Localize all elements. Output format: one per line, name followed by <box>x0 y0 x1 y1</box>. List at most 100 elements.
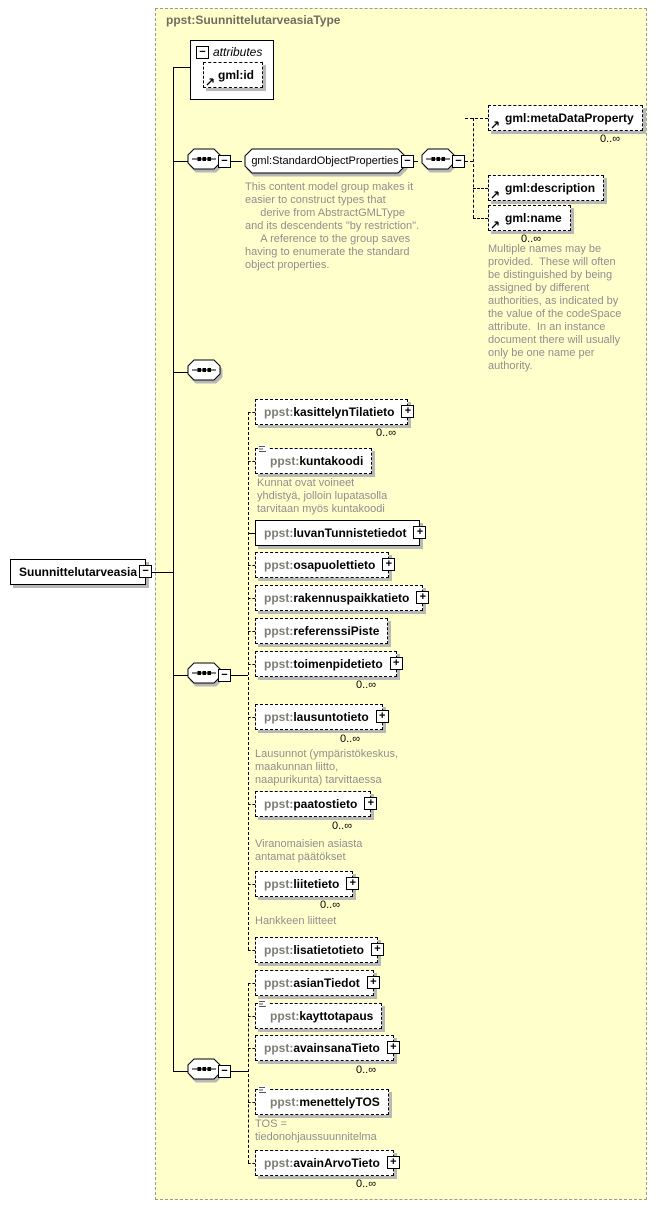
element-ppst-referenssiPiste[interactable]: ppst:referenssiPiste <box>255 618 389 644</box>
dashed-connector <box>248 598 255 599</box>
occurrence-label: 0..∞ <box>521 233 542 245</box>
type-title: ppst:SuunnittelutarveasiaType <box>166 13 341 27</box>
dashed-branch-line <box>248 412 249 950</box>
element-prefix: ppst: <box>264 1156 294 1170</box>
expand-icon[interactable]: + <box>413 526 427 539</box>
sequence-icon[interactable] <box>184 1056 224 1091</box>
element-name: rakennuspaikkatieto <box>293 591 410 605</box>
element-ppst-rakennuspaikkatieto[interactable]: ppst:rakennuspaikkatieto + <box>255 585 430 611</box>
expand-icon[interactable]: + <box>389 657 403 670</box>
expand-icon[interactable]: + <box>371 943 385 956</box>
connector-line <box>173 1071 188 1072</box>
dashed-connector <box>248 950 255 951</box>
menettelyTOS-annotation: TOS = tiedonohjaussuunnitelma <box>255 1118 377 1143</box>
attribute-name: gml:id <box>218 68 254 82</box>
dashed-connector <box>248 804 255 805</box>
connector-line <box>231 1071 248 1072</box>
element-name: description <box>530 181 596 195</box>
dashed-connector <box>473 188 488 189</box>
dashed-connector <box>248 631 255 632</box>
collapse-icon[interactable]: − <box>218 1065 231 1078</box>
connector-line <box>231 675 248 676</box>
element-name: Suunnittelutarveasia <box>19 565 138 579</box>
group-StandardObjectProperties[interactable]: gml:StandardObjectProperties <box>242 146 408 176</box>
sequence-icon[interactable] <box>184 660 224 695</box>
element-name: osapuolettieto <box>293 558 376 572</box>
element-ppst-toimenpidetieto[interactable]: ppst:toimenpidetieto + <box>255 651 403 677</box>
collapse-icon[interactable]: − <box>401 155 414 168</box>
element-ppst-avainArvoTieto[interactable]: ppst:avainArvoTieto + <box>255 1150 400 1176</box>
dashed-connector <box>248 461 255 462</box>
occurrence-label: 0..∞ <box>356 1064 377 1076</box>
collapse-icon[interactable]: − <box>452 155 465 168</box>
element-ppst-lisatietotieto[interactable]: ppst:lisatietotieto + <box>255 937 385 963</box>
group-annotation: This content model group makes it easier… <box>245 181 420 271</box>
element-ppst-menettelyTOS[interactable]: ppst:menettelyTOS <box>255 1086 389 1115</box>
dashed-connector <box>473 218 488 219</box>
sequence-icon[interactable] <box>184 357 224 392</box>
element-name: referenssiPiste <box>293 624 380 638</box>
element-name: lisatietotieto <box>293 943 365 957</box>
dashed-connector <box>248 1102 255 1103</box>
element-ppst-lausuntotieto[interactable]: ppst:lausuntotieto + <box>255 704 389 730</box>
dashed-connector <box>248 1048 255 1049</box>
element-ppst-kayttotapaus[interactable]: ppst:kayttotapaus <box>255 1000 383 1029</box>
dashed-connector <box>248 884 255 885</box>
element-ppst-liitetieto[interactable]: ppst:liitetieto + <box>255 871 360 897</box>
connector-line <box>173 372 188 373</box>
element-ppst-osapuolettieto[interactable]: ppst:osapuolettieto + <box>255 552 396 578</box>
element-name: avainsanaTieto <box>293 1041 380 1055</box>
element-ppst-asianTiedot[interactable]: ppst:asianTiedot + <box>255 970 380 996</box>
occurrence-label: 0..∞ <box>600 133 621 145</box>
reference-arrow-icon <box>491 191 499 199</box>
dashed-branch-line <box>248 983 249 1163</box>
collapse-icon[interactable]: − <box>196 46 209 59</box>
gml-name-annotation: Multiple names may be provided. These wi… <box>488 243 622 372</box>
element-name: avainArvoTieto <box>293 1156 380 1170</box>
element-prefix: ppst: <box>264 405 294 419</box>
expand-icon[interactable]: + <box>416 591 430 604</box>
group-label: gml:StandardObjectProperties <box>251 155 399 167</box>
collapse-icon[interactable]: − <box>218 155 231 168</box>
element-name: menettelyTOS <box>299 1095 380 1109</box>
dashed-connector <box>248 717 255 718</box>
element-name: metaDataProperty <box>530 111 634 125</box>
element-ppst-luvanTunnistetiedot[interactable]: ppst:luvanTunnistetiedot + <box>255 520 427 546</box>
element-name: name <box>530 211 562 225</box>
sequence-icon[interactable] <box>418 146 458 181</box>
collapse-icon[interactable]: − <box>218 669 231 682</box>
element-ppst-avainsanaTieto[interactable]: ppst:avainsanaTieto + <box>255 1035 400 1061</box>
expand-icon[interactable]: + <box>364 797 378 810</box>
element-gml-metaDataProperty[interactable]: gml:metaDataProperty <box>488 105 643 131</box>
collapse-icon[interactable]: − <box>139 565 153 578</box>
expand-icon[interactable]: + <box>401 405 415 418</box>
element-ppst-kuntakoodi[interactable]: ppst:kuntakoodi <box>255 445 373 474</box>
trunk-line <box>173 67 174 1072</box>
expand-icon[interactable]: + <box>346 877 360 890</box>
element-prefix: ppst: <box>264 526 294 540</box>
element-prefix: ppst: <box>264 657 294 671</box>
dashed-connector <box>248 565 255 566</box>
simple-content-icon <box>258 1086 268 1095</box>
expand-icon[interactable]: + <box>386 1041 400 1054</box>
element-ppst-paatostieto[interactable]: ppst:paatostieto + <box>255 791 378 817</box>
element-gml-description[interactable]: gml:description <box>488 175 605 201</box>
element-prefix: gml: <box>505 211 531 225</box>
element-prefix: ppst: <box>270 1095 300 1109</box>
expand-icon[interactable]: + <box>366 976 380 989</box>
simple-content-icon <box>258 445 268 454</box>
element-name: toimenpidetieto <box>293 657 383 671</box>
attribute-gml-id[interactable]: gml:id <box>203 62 263 88</box>
expand-icon[interactable]: + <box>375 710 389 723</box>
sequence-icon[interactable] <box>184 146 224 181</box>
expand-icon[interactable]: + <box>382 558 396 571</box>
element-Suunnittelutarveasia[interactable]: Suunnittelutarveasia − <box>10 559 153 585</box>
connector-line <box>231 161 242 162</box>
expand-icon[interactable]: + <box>386 1156 400 1169</box>
element-prefix: ppst: <box>264 877 294 891</box>
element-ppst-kasittelynTilatieto[interactable]: ppst:kasittelynTilatieto + <box>255 399 415 425</box>
element-name: paatostieto <box>293 797 358 811</box>
reference-arrow-icon <box>491 121 499 129</box>
element-gml-name[interactable]: gml:name <box>488 205 571 231</box>
